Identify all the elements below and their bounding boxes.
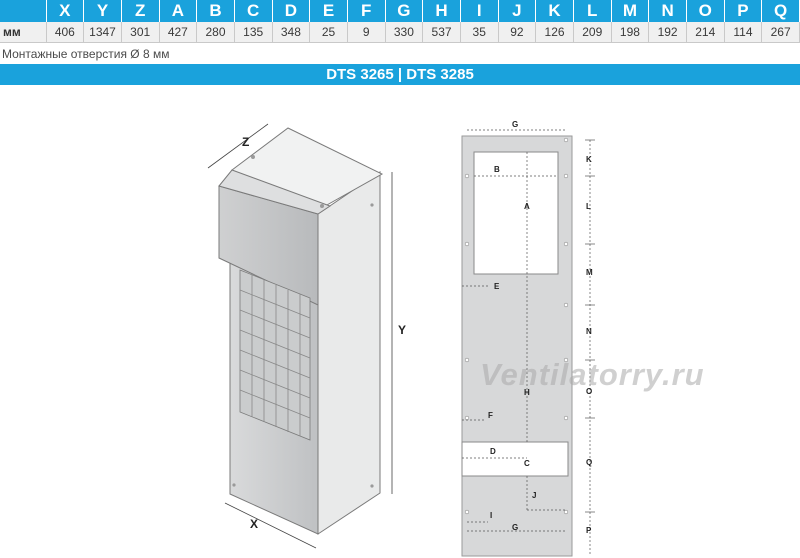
dim-value: 9 bbox=[347, 22, 386, 43]
dim-letter: Z bbox=[121, 0, 160, 22]
isometric-unit: Z Y X bbox=[207, 123, 406, 549]
dim-value: 267 bbox=[761, 22, 800, 43]
dim-label-h: H bbox=[524, 388, 530, 397]
dim-label-y: Y bbox=[398, 323, 406, 337]
dim-value: 198 bbox=[611, 22, 650, 43]
dim-label-f: F bbox=[488, 411, 493, 420]
dim-value: 126 bbox=[535, 22, 574, 43]
dim-label-k: K bbox=[586, 155, 592, 164]
watermark: Ventilatorry.ru bbox=[480, 357, 705, 392]
dim-label-z: Z bbox=[242, 135, 249, 149]
dim-label-m: M bbox=[586, 268, 593, 277]
dim-letter: B bbox=[196, 0, 235, 22]
dim-letter: Y bbox=[83, 0, 122, 22]
lower-cutout bbox=[461, 441, 569, 477]
dimension-values-row: мм 406 1347 301 427 280 135 348 25 9 330… bbox=[0, 22, 800, 43]
dim-label-c: C bbox=[524, 459, 530, 468]
dimensions-table: X Y Z A B C D E F G H I J K L M N O P Q … bbox=[0, 0, 800, 43]
unit-hood-top bbox=[218, 169, 332, 215]
dim-value: 135 bbox=[234, 22, 273, 43]
dim-value: 280 bbox=[196, 22, 235, 43]
dim-letter: P bbox=[724, 0, 763, 22]
dim-value: 1347 bbox=[83, 22, 122, 43]
dim-label-d: D bbox=[490, 447, 496, 456]
dim-label-q: Q bbox=[586, 458, 592, 467]
unit-label: мм bbox=[0, 22, 47, 43]
dim-value: 348 bbox=[272, 22, 311, 43]
dim-letter: L bbox=[573, 0, 612, 22]
dim-letter: A bbox=[159, 0, 198, 22]
dim-letter: N bbox=[648, 0, 687, 22]
dim-value: 406 bbox=[46, 22, 85, 43]
dim-letter: I bbox=[460, 0, 499, 22]
dim-value: 537 bbox=[422, 22, 461, 43]
dim-value: 35 bbox=[460, 22, 499, 43]
dim-letter: X bbox=[46, 0, 85, 22]
model-title: DTS 3265 | DTS 3285 bbox=[0, 64, 800, 85]
dim-value: 301 bbox=[121, 22, 160, 43]
dim-letter: K bbox=[535, 0, 574, 22]
dim-value: 92 bbox=[498, 22, 537, 43]
dim-letter: D bbox=[272, 0, 311, 22]
dim-letter: C bbox=[234, 0, 273, 22]
upper-cutout bbox=[473, 151, 559, 275]
dim-letter: M bbox=[611, 0, 650, 22]
dim-label-j: J bbox=[532, 491, 536, 500]
dim-label-n: N bbox=[586, 327, 592, 336]
dim-letter: E bbox=[309, 0, 348, 22]
unit-side-panel bbox=[317, 171, 381, 535]
vent-grille bbox=[239, 269, 311, 441]
dim-label-b: B bbox=[494, 165, 500, 174]
dim-label-i: I bbox=[490, 511, 492, 520]
dim-letter: G bbox=[385, 0, 424, 22]
dim-value: 209 bbox=[573, 22, 612, 43]
dimension-letters-row: X Y Z A B C D E F G H I J K L M N O P Q bbox=[0, 0, 800, 22]
table-corner-cell bbox=[0, 0, 47, 22]
dim-letter: Q bbox=[761, 0, 800, 22]
cutout-plan: G B A E H F D C J I G K L M N O Q P bbox=[461, 120, 595, 557]
technical-drawing: Z Y X bbox=[207, 120, 595, 557]
dim-letter: H bbox=[422, 0, 461, 22]
dim-value: 330 bbox=[385, 22, 424, 43]
dim-label-o: O bbox=[586, 387, 592, 396]
dim-value: 192 bbox=[648, 22, 687, 43]
dim-label-e: E bbox=[494, 282, 500, 291]
dim-label-l: L bbox=[586, 202, 591, 211]
dim-label-p: P bbox=[586, 526, 592, 535]
dim-value: 25 bbox=[309, 22, 348, 43]
dim-letter: F bbox=[347, 0, 386, 22]
dim-label-x: X bbox=[250, 517, 258, 531]
dim-letter: J bbox=[498, 0, 537, 22]
dim-label-g-bottom: G bbox=[512, 523, 518, 532]
dim-label-a: A bbox=[524, 202, 530, 211]
dim-value: 214 bbox=[686, 22, 725, 43]
dim-value: 114 bbox=[724, 22, 763, 43]
mounting-holes-note: Монтажные отверстия Ø 8 мм bbox=[2, 47, 170, 61]
dim-value: 427 bbox=[159, 22, 198, 43]
dim-label-g-top: G bbox=[512, 120, 518, 129]
iso-dimension-lines bbox=[207, 123, 393, 549]
dim-letter: O bbox=[686, 0, 725, 22]
